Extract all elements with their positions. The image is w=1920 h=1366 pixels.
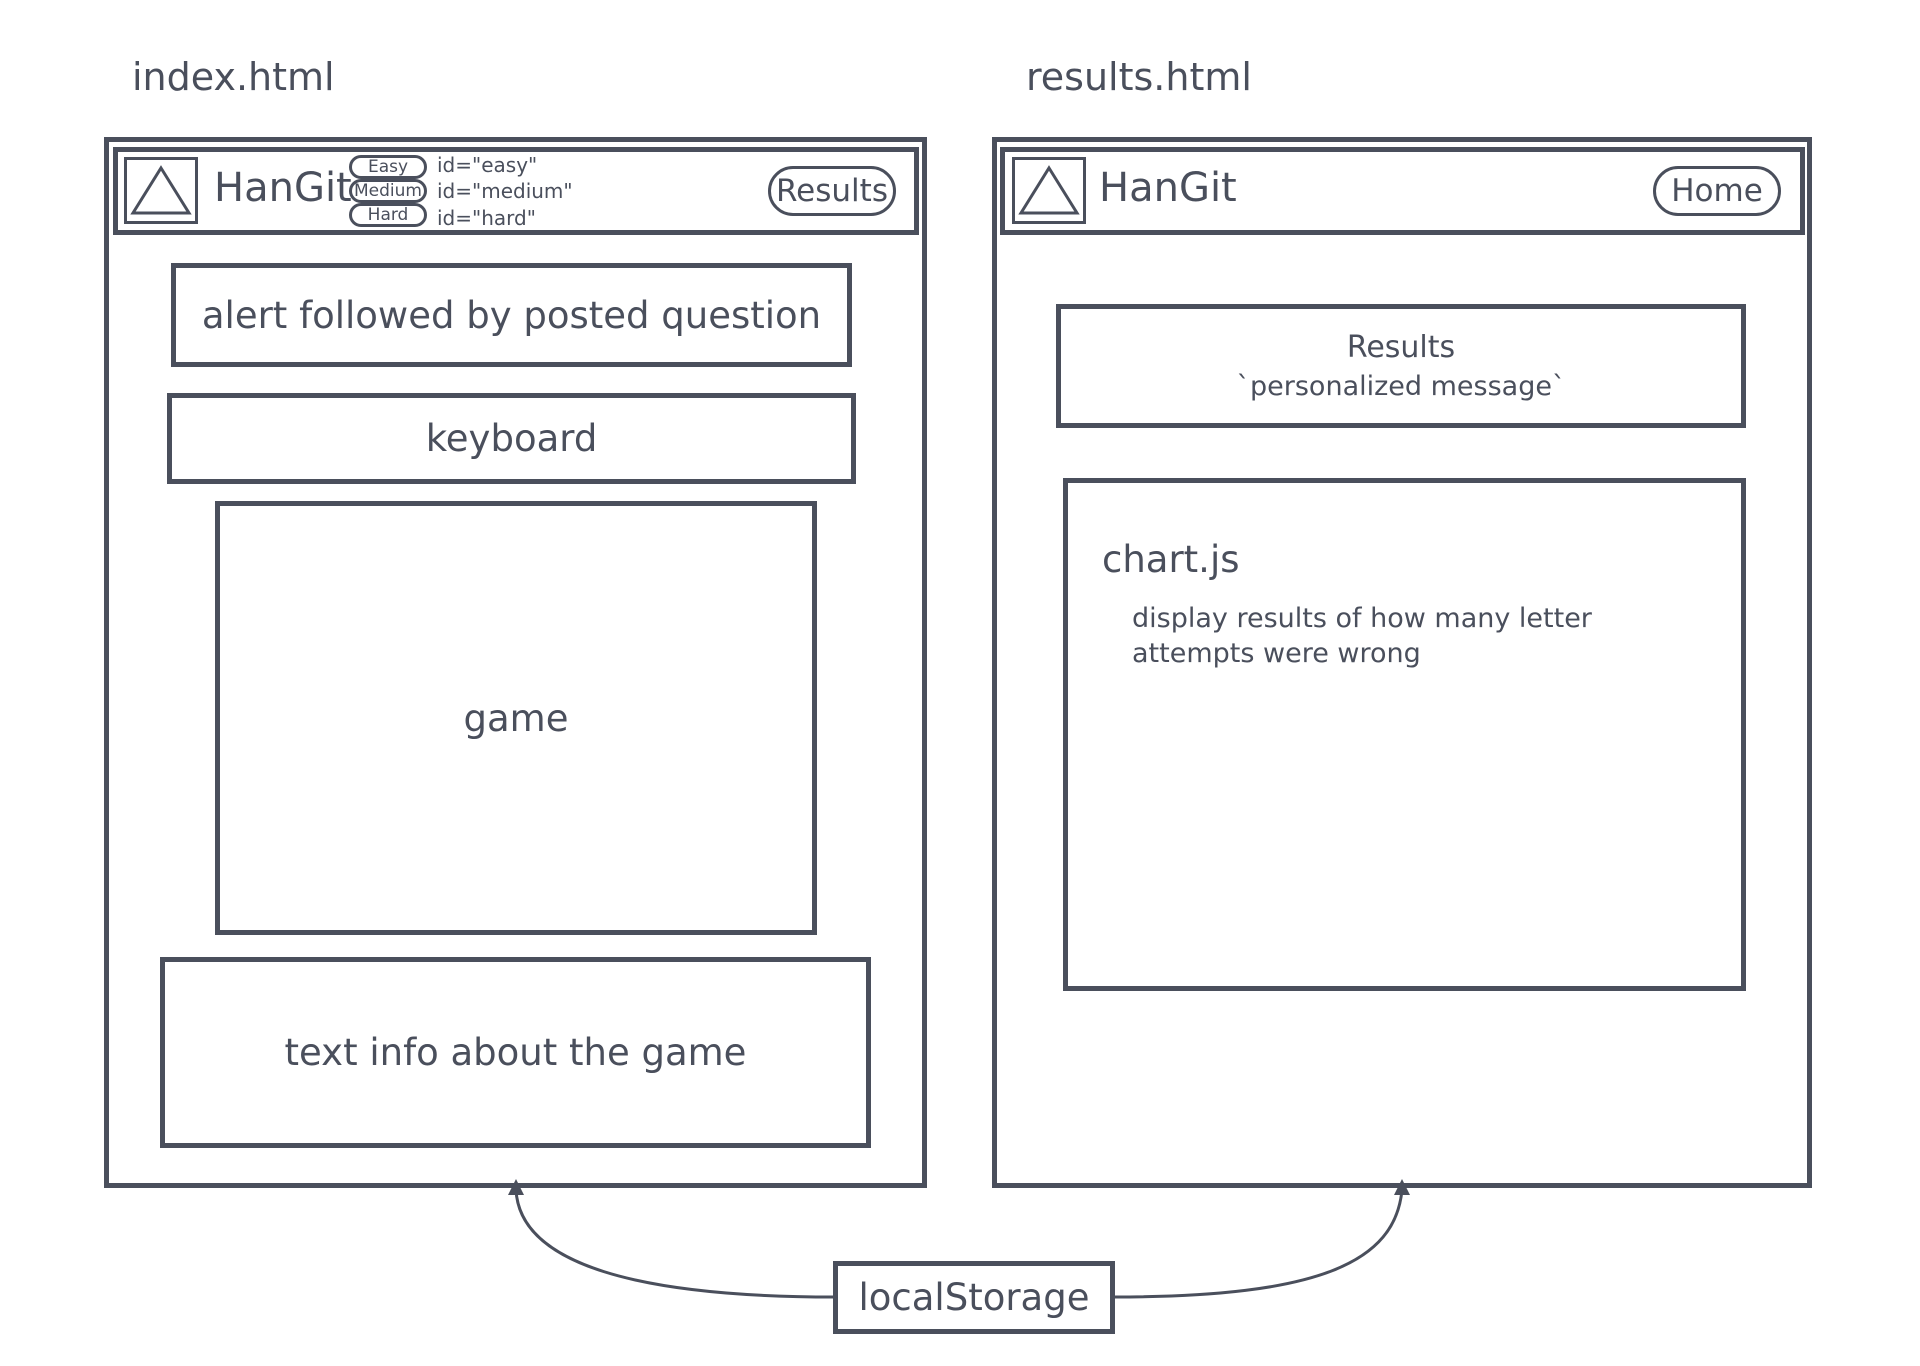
results-nav-button[interactable]: Results (768, 166, 896, 216)
easy-button[interactable]: Easy (349, 155, 427, 179)
chart-title: chart.js (1102, 538, 1240, 581)
index-header (113, 147, 919, 235)
left-page-filename: index.html (132, 55, 335, 99)
medium-id-label: id="medium" (437, 179, 573, 203)
index-arrowhead-icon (508, 1179, 524, 1195)
hard-button[interactable]: Hard (349, 203, 427, 227)
results-header (1000, 147, 1805, 235)
chart-container (1063, 478, 1746, 991)
medium-button[interactable]: Medium (349, 179, 427, 203)
keyboard-label: keyboard (425, 417, 598, 460)
keyboard-section[interactable]: keyboard (167, 393, 856, 484)
localstorage-label: localStorage (858, 1276, 1090, 1319)
info-text: text info about the game (284, 1031, 747, 1074)
info-section: text info about the game (160, 957, 871, 1148)
game-section[interactable]: game (215, 501, 817, 935)
hard-id-label: id="hard" (437, 206, 536, 230)
personalized-message: `personalized message` (1236, 371, 1566, 402)
results-arrowhead-icon (1394, 1179, 1410, 1195)
results-title: Results (1346, 330, 1456, 365)
game-label: game (463, 696, 569, 740)
localstorage-box: localStorage (833, 1261, 1115, 1334)
chart-description-line2: attempts were wrong (1132, 638, 1421, 669)
question-text: alert followed by posted question (201, 293, 822, 337)
easy-id-label: id="easy" (437, 153, 538, 177)
results-message-box: Results `personalized message` (1056, 304, 1746, 428)
question-section: alert followed by posted question (171, 263, 852, 367)
storage-to-results-connector (1114, 1189, 1404, 1299)
brand-name: HanGit (1099, 165, 1237, 211)
brand-name: HanGit (214, 165, 352, 211)
home-nav-button[interactable]: Home (1653, 166, 1781, 216)
logo-icon[interactable] (124, 157, 198, 224)
logo-icon[interactable] (1012, 157, 1086, 224)
chart-description-line1: display results of how many letter (1132, 603, 1592, 634)
storage-to-index-connector (514, 1189, 836, 1299)
right-page-filename: results.html (1026, 55, 1252, 99)
